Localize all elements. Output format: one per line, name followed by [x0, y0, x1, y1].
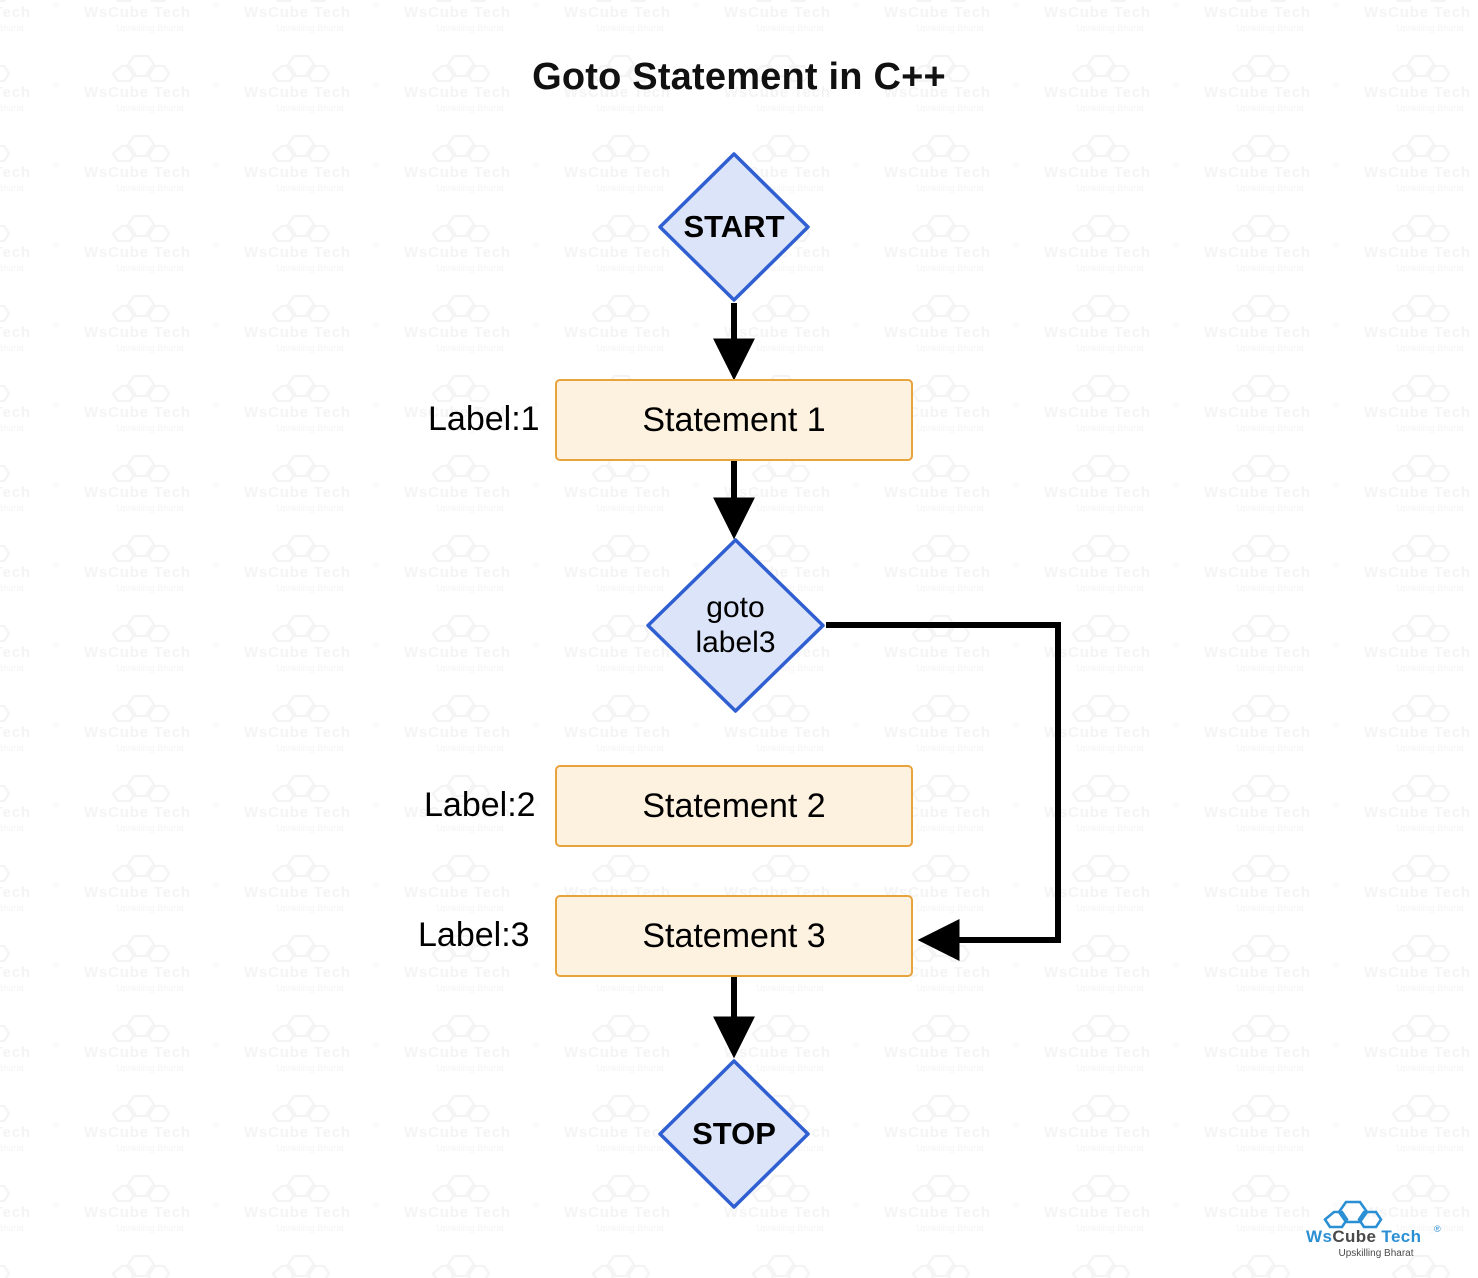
node-goto-label3[interactable]: goto label3	[645, 537, 826, 714]
node-statement1[interactable]: Statement 1	[555, 379, 913, 461]
side-label-3: Label:3	[418, 916, 530, 954]
stop-label: STOP	[692, 1116, 776, 1152]
page-title: Goto Statement in C++	[532, 56, 946, 98]
goto-diamond-shape	[646, 538, 825, 713]
goto-label-line1: goto	[706, 591, 765, 625]
node-start[interactable]: START	[657, 151, 811, 303]
side-label-1: Label:1	[428, 400, 540, 438]
statement1-label: Statement 1	[642, 400, 826, 439]
statement2-label: Statement 2	[642, 786, 826, 825]
side-label-2: Label:2	[424, 786, 536, 824]
goto-label: goto label3	[645, 537, 826, 714]
start-diamond-shape	[658, 152, 810, 302]
node-stop[interactable]: STOP	[657, 1058, 811, 1210]
start-label: START	[683, 209, 785, 245]
goto-label-line2: label3	[695, 625, 776, 659]
logo-registered-mark: ®	[1434, 1224, 1441, 1234]
node-statement2[interactable]: Statement 2	[555, 765, 913, 847]
hexagon-icon	[1323, 1200, 1383, 1229]
logo-tagline: Upskilling Bharat	[1338, 1248, 1413, 1259]
statement3-label: Statement 3	[642, 916, 826, 955]
node-statement3[interactable]: Statement 3	[555, 895, 913, 977]
